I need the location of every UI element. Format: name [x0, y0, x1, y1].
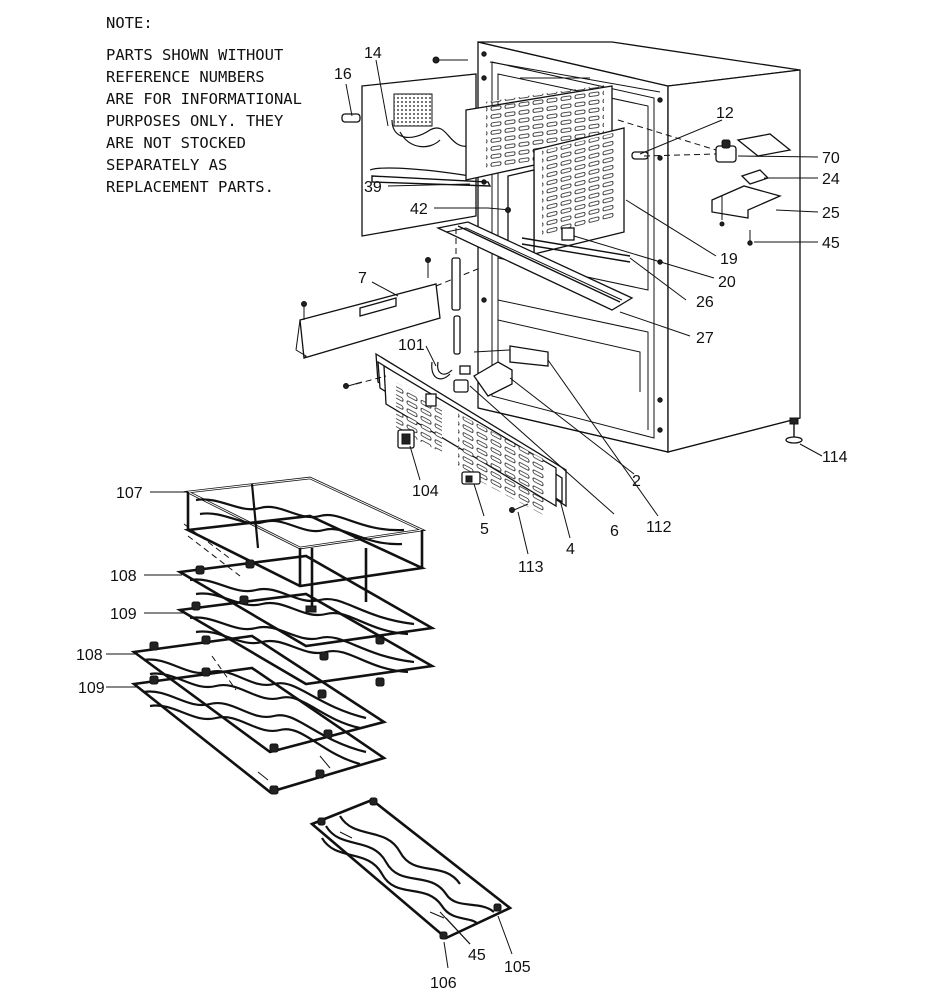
tube-101 — [431, 361, 451, 380]
rack-109-lower — [130, 666, 387, 795]
toe-grille — [343, 352, 567, 516]
note-line-1: PARTS SHOWN WITHOUT — [106, 46, 283, 64]
drip-tray-27 — [435, 221, 634, 311]
note-line-3: ARE FOR INFORMATIONAL — [106, 90, 302, 108]
callout-labels: 14 16 12 70 24 25 45 39 42 19 20 26 27 7… — [76, 45, 848, 992]
coil-tubing — [391, 119, 471, 148]
tube-top — [369, 167, 471, 177]
screw-42 — [487, 207, 511, 213]
callout-39: 39 — [364, 179, 382, 196]
rack-108-lower — [130, 634, 388, 754]
callout-114: 114 — [822, 449, 848, 466]
callout-14: 14 — [364, 45, 382, 62]
callout-26: 26 — [696, 294, 714, 311]
drain-tube-39 — [371, 175, 492, 187]
note-block: NOTE: PARTS SHOWN WITHOUT REFERENCE NUMB… — [106, 14, 302, 196]
evaporator-back-plate — [361, 73, 477, 237]
switch-opening — [425, 393, 437, 407]
bracket-7-plate — [299, 283, 441, 359]
cabinet-base — [477, 407, 801, 453]
front-plate-slots — [542, 132, 616, 237]
callout-113: 113 — [518, 559, 544, 576]
thermostat-plate-70 — [736, 133, 792, 157]
rack-109-upper — [176, 592, 436, 687]
callout-12: 12 — [716, 105, 734, 122]
note-line-6: SEPARATELY AS — [106, 156, 227, 174]
coil-panel-left — [393, 93, 433, 127]
screw-45-top — [747, 230, 753, 246]
note-line-7: REPLACEMENT PARTS. — [106, 178, 274, 196]
callout-106: 106 — [430, 975, 457, 992]
note-title: NOTE: — [106, 14, 153, 32]
callout-109-lower: 109 — [78, 680, 105, 697]
screw-grille — [343, 381, 363, 389]
cabinet-shelf-line — [497, 319, 641, 392]
callout-20: 20 — [718, 274, 736, 291]
callout-105: 105 — [504, 959, 531, 976]
callout-107: 107 — [116, 485, 143, 502]
screw-113 — [509, 503, 529, 513]
callout-5: 5 — [480, 521, 489, 538]
callout-112: 112 — [646, 519, 672, 536]
callout-2: 2 — [632, 473, 641, 490]
note-line-2: REFERENCE NUMBERS — [106, 68, 265, 86]
callout-45-bottom: 45 — [468, 947, 486, 964]
leader-lines — [106, 59, 823, 969]
callout-109-upper: 109 — [110, 606, 137, 623]
callout-45-top: 45 — [822, 235, 840, 252]
drip-tray — [435, 221, 634, 311]
leveler-114 — [785, 417, 803, 444]
evaporator-assembly — [341, 73, 649, 263]
rack-guide-lines — [183, 523, 241, 691]
callout-101: 101 — [398, 337, 425, 354]
callout-27: 27 — [696, 330, 714, 347]
pin-16 — [341, 113, 361, 123]
rack-108-upper — [176, 548, 436, 648]
grille-vents — [396, 382, 544, 516]
bar-20 — [521, 237, 631, 257]
cabinet-top-lip — [489, 61, 661, 93]
callout-16: 16 — [334, 66, 352, 83]
callout-108-upper: 108 — [110, 568, 137, 585]
bracket-25 — [711, 185, 782, 219]
top-screw — [432, 56, 468, 64]
control-block — [453, 345, 549, 397]
callout-4: 4 — [566, 541, 575, 558]
vertical-rod — [451, 228, 461, 355]
callout-104: 104 — [412, 483, 439, 500]
rack-107 — [183, 476, 427, 588]
callout-70: 70 — [822, 150, 840, 167]
rack-bottom — [309, 797, 513, 940]
screw-bracket — [301, 257, 431, 320]
cabinet-liner-mid — [497, 299, 649, 430]
callout-108-lower: 108 — [76, 647, 103, 664]
clip-19 — [561, 227, 575, 241]
note-line-5: ARE NOT STOCKED — [106, 134, 246, 152]
callout-24: 24 — [822, 171, 840, 188]
frame-screws — [481, 51, 663, 433]
thermostat-group — [617, 119, 792, 246]
callout-25: 25 — [822, 205, 840, 222]
note-line-4: PURPOSES ONLY. THEY — [106, 112, 284, 130]
switch-5 — [461, 471, 481, 485]
callout-42: 42 — [410, 201, 428, 218]
callout-6: 6 — [610, 523, 619, 540]
callout-7: 7 — [358, 270, 367, 287]
callout-19: 19 — [720, 251, 738, 268]
